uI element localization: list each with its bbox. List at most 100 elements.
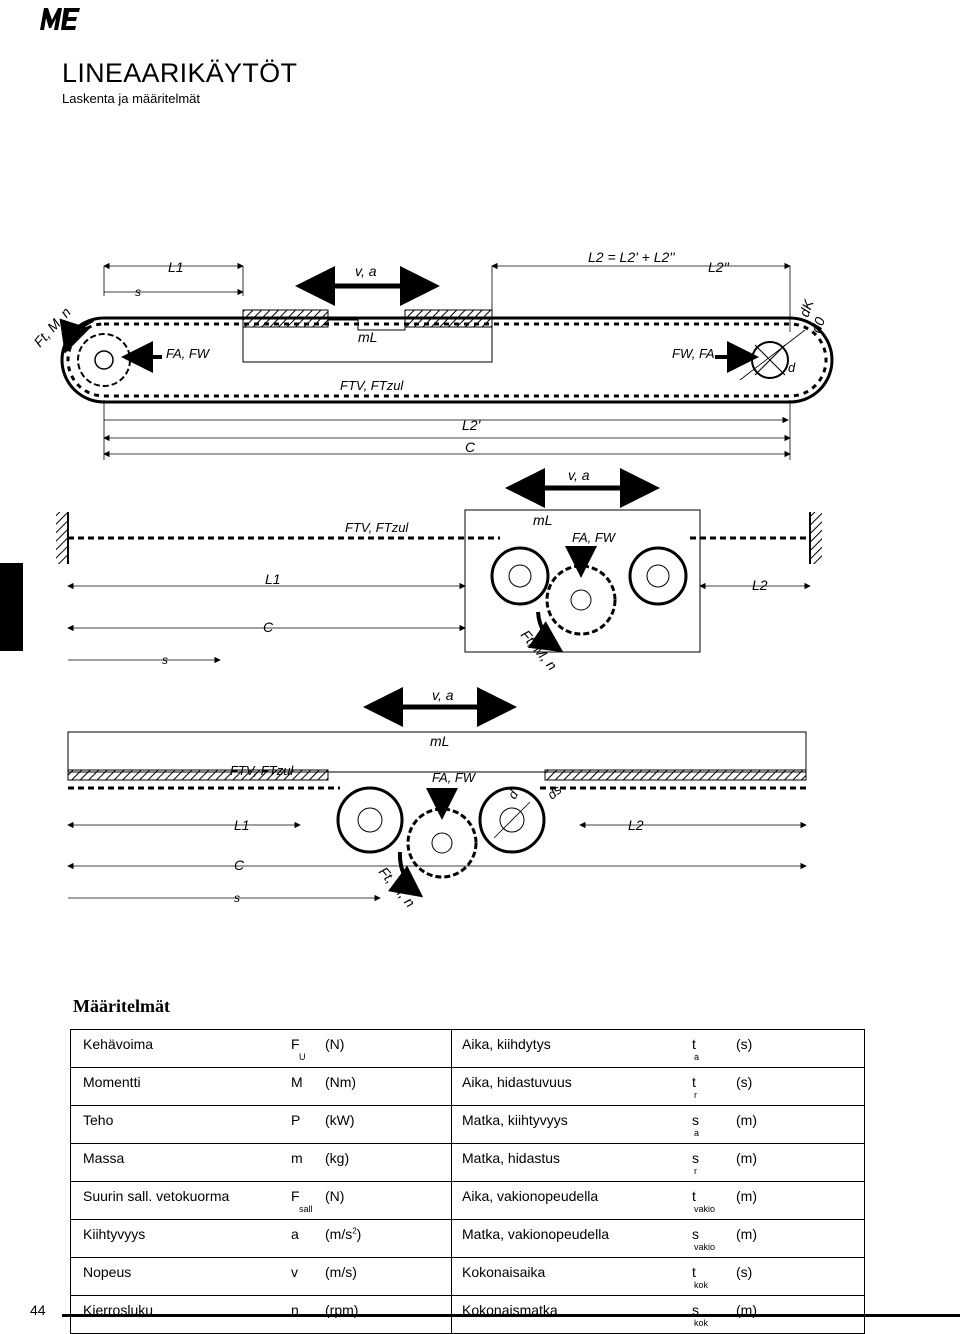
- definition-name: Teho: [83, 1112, 114, 1128]
- label-ds: ds: [544, 782, 565, 803]
- symbol-subscript: vakio: [694, 1204, 716, 1214]
- definition-unit: (N): [325, 1188, 345, 1204]
- definition-name: Kehävoima: [83, 1036, 154, 1052]
- linear-drive-diagrams: L1 s v, a L2 = L2' + L2'' L2'' Ft, M, n …: [30, 249, 834, 910]
- label-FTV-FTzul: FTV, FTzul: [340, 378, 404, 393]
- definition-symbol: a: [291, 1226, 299, 1242]
- definition-symbol: t: [692, 1264, 696, 1280]
- symbol-subscript: sall: [299, 1204, 313, 1214]
- definitions-heading: Määritelmät: [73, 996, 170, 1016]
- label-dK: dK: [796, 297, 817, 319]
- definition-unit: (m): [736, 1112, 757, 1128]
- definition-symbol: t: [692, 1188, 696, 1204]
- definition-unit: (Nm): [325, 1074, 357, 1090]
- unit-close: ): [356, 1226, 362, 1242]
- side-tab-marker: [0, 563, 23, 651]
- definition-name: Matka, vakionopeudella: [462, 1226, 610, 1242]
- label-L1: L1: [234, 817, 250, 833]
- label-mass: mL: [430, 733, 449, 749]
- definition-symbol: M: [291, 1074, 303, 1090]
- definition-unit: (s): [736, 1036, 753, 1052]
- label-FW-FA-right: FW, FA: [672, 346, 715, 361]
- label-L2-formula: L2 = L2' + L2'': [588, 249, 676, 265]
- symbol-subscript: vakio: [694, 1242, 716, 1252]
- symbol-subscript: r: [694, 1166, 697, 1176]
- definition-unit: (s): [736, 1264, 753, 1280]
- symbol-subscript: a: [694, 1052, 700, 1062]
- label-FA-FW-left: FA, FW: [166, 346, 211, 361]
- definition-name: Kokonaisaika: [462, 1264, 546, 1280]
- definition-unit: (s): [736, 1074, 753, 1090]
- footer-rule: [62, 1314, 960, 1317]
- diagram-belt-loop: L1 s v, a L2 = L2' + L2'' L2'' Ft, M, n …: [30, 249, 834, 460]
- definition-name: Kiihtyvyys: [83, 1226, 146, 1242]
- definition-unit: (kg): [325, 1150, 350, 1166]
- label-L1: L1: [168, 259, 184, 275]
- diagram-omega-drive-moving-belt: v, a mL FTV, FTzul FA, FW d ds L1 L2 C s…: [67, 687, 807, 910]
- label-mass: mL: [358, 329, 377, 345]
- label-velocity-accel: v, a: [432, 687, 454, 703]
- definition-symbol: s: [692, 1150, 699, 1166]
- label-FTV-FTzul: FTV, FTzul: [345, 520, 409, 535]
- definition-symbol: t: [692, 1074, 696, 1090]
- definition-symbol: F: [291, 1036, 300, 1052]
- label-velocity-accel: v, a: [568, 467, 590, 483]
- definition-name: Momentti: [83, 1074, 141, 1090]
- company-logo: [40, 8, 80, 30]
- label-L2: L2: [628, 817, 644, 833]
- definition-name: Aika, vakionopeudella: [462, 1188, 599, 1204]
- definition-symbol: P: [291, 1112, 301, 1128]
- label-FTV-FTzul: FTV, FTzul: [230, 763, 294, 778]
- label-C: C: [465, 439, 476, 455]
- label-L2-prime: L2': [462, 417, 482, 433]
- definition-name: Nopeus: [83, 1264, 132, 1280]
- definition-name: Matka, kiihtyvyys: [462, 1112, 568, 1128]
- definition-row: Kiihtyvyys a (m/s2) Matka, vakionopeudella s…: [70, 1219, 865, 1258]
- label-C: C: [234, 857, 245, 873]
- page-subtitle: Laskenta ja määritelmät: [62, 91, 201, 106]
- definition-unit: (N): [325, 1036, 345, 1052]
- page-title: LINEAARIKÄYTÖT: [62, 58, 298, 88]
- definition-unit: (m/s: [325, 1226, 353, 1242]
- label-velocity-accel: v, a: [355, 263, 377, 279]
- definition-unit: (m/s): [325, 1264, 357, 1280]
- page-number: 44: [30, 1302, 46, 1318]
- definition-symbol: s: [692, 1226, 699, 1242]
- diagram-omega-drive-fixed-belt: v, a FTV, FTzul mL FA, FW L1 L2 C s Ft, …: [56, 467, 822, 673]
- label-C: C: [263, 619, 274, 635]
- label-FA-FW: FA, FW: [432, 770, 477, 785]
- definition-symbol: s: [692, 1112, 699, 1128]
- label-s: s: [162, 653, 168, 667]
- label-s: s: [135, 285, 141, 299]
- symbol-subscript: kok: [694, 1280, 709, 1290]
- definition-symbol: m: [291, 1150, 303, 1166]
- symbol-subscript: kok: [694, 1318, 709, 1328]
- definition-unit: (m): [736, 1226, 757, 1242]
- definition-name: Matka, hidastus: [462, 1150, 561, 1166]
- definition-symbol: F: [291, 1188, 300, 1204]
- definition-symbol: s: [692, 1302, 699, 1318]
- unit-exponent: 2: [352, 1226, 357, 1236]
- definition-name: Suurin sall. vetokuorma: [83, 1188, 230, 1204]
- definition-unit: (kW): [325, 1112, 355, 1128]
- label-L1: L1: [265, 571, 281, 587]
- definition-unit: (m): [736, 1150, 757, 1166]
- symbol-subscript: r: [694, 1090, 697, 1100]
- definition-symbol: n: [291, 1302, 299, 1318]
- definition-name: Aika, kiihdytys: [462, 1036, 551, 1052]
- symbol-subscript: a: [694, 1128, 700, 1138]
- label-L2: L2: [752, 577, 768, 593]
- definition-unit: (m): [736, 1188, 757, 1204]
- label-d0: d0: [808, 315, 828, 335]
- symbol-subscript: U: [299, 1052, 306, 1062]
- label-s: s: [234, 891, 240, 905]
- label-L2-double-prime: L2'': [708, 259, 730, 275]
- label-d: d: [788, 360, 796, 375]
